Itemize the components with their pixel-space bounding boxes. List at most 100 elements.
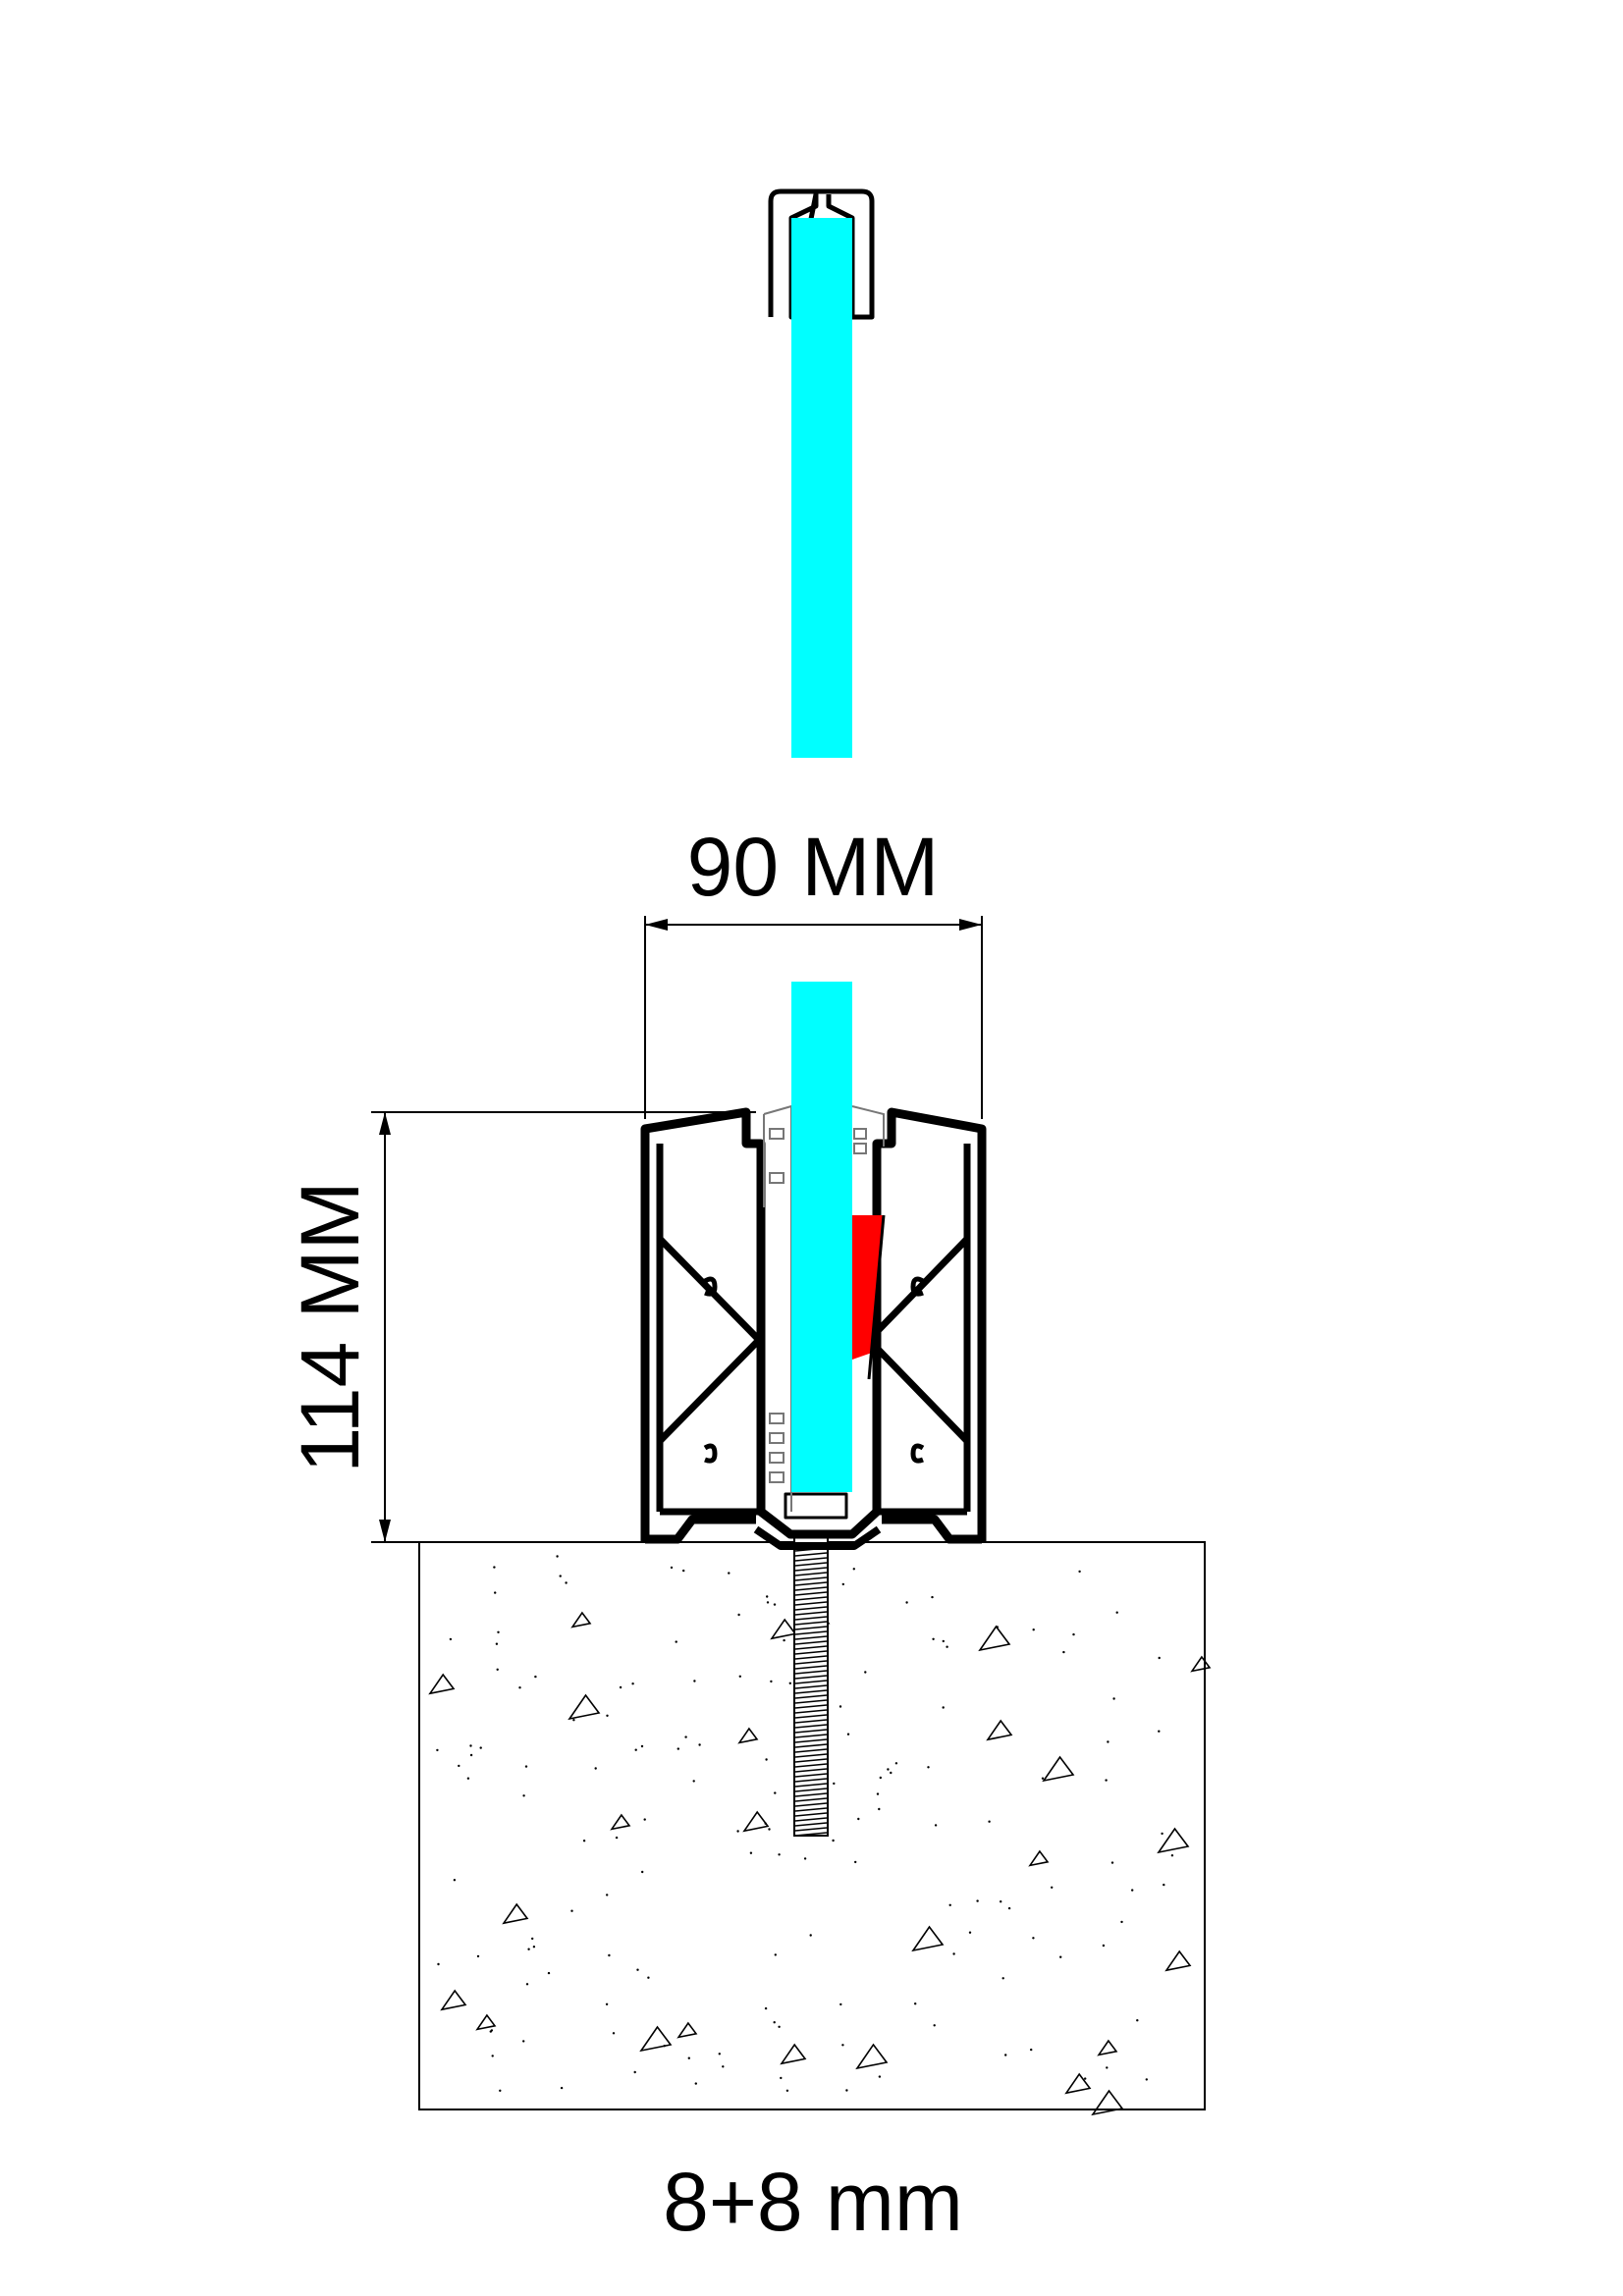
- aggregate-dot: [547, 1971, 551, 1975]
- thread-line: [794, 1768, 828, 1773]
- aggregate-dot: [934, 1824, 938, 1827]
- aggregate-dot: [532, 1946, 536, 1949]
- aggregate-dot: [766, 1601, 770, 1604]
- aggregate-dot: [1112, 1697, 1115, 1700]
- aggregate-dot: [765, 1758, 768, 1761]
- aggregate-stone: [570, 1611, 592, 1629]
- aggregate-dot: [469, 1753, 473, 1757]
- thread-line: [794, 1684, 828, 1689]
- aggregate-dot: [449, 1637, 453, 1641]
- aggregate-dot: [778, 2025, 781, 2028]
- thread-line: [794, 1807, 828, 1812]
- aggregate-dot: [1051, 1886, 1054, 1890]
- aggregate-stone: [911, 1925, 945, 1952]
- thread-line: [794, 1783, 828, 1788]
- aggregate-dot: [491, 2055, 494, 2057]
- aggregate-dot: [887, 1768, 890, 1771]
- aggregate-dot: [780, 2076, 783, 2080]
- aggregate-dot: [890, 1771, 893, 1775]
- aggregate-dot: [693, 1680, 696, 1682]
- thread-line: [794, 1655, 828, 1660]
- aggregate-dot: [1120, 1920, 1123, 1924]
- aggregate-dot: [527, 1948, 530, 1950]
- aggregate-dot: [942, 1706, 945, 1709]
- aggregate-stone: [440, 1989, 467, 2011]
- aggregate-dot: [728, 1572, 730, 1575]
- aggregate-dot: [1105, 1779, 1108, 1782]
- aggregate-dot: [1007, 1906, 1011, 1910]
- thread-line: [794, 1817, 828, 1822]
- aggregate-dot: [841, 1582, 844, 1586]
- aggregate-dot: [643, 1818, 646, 1821]
- thread-line: [794, 1792, 828, 1797]
- anchor-bolt: [793, 1535, 829, 1837]
- thread-line: [794, 1552, 828, 1557]
- aggregate-dot: [774, 1791, 777, 1794]
- aggregate-dot: [1032, 1937, 1035, 1940]
- aggregate-dot: [1000, 1900, 1002, 1903]
- aggregate-stone: [737, 1727, 759, 1744]
- aggregate-dot: [864, 1671, 867, 1674]
- aggregate-stone: [780, 2043, 807, 2065]
- thread-line: [794, 1738, 828, 1743]
- aggregate-dot: [594, 1767, 597, 1770]
- aggregate-stone: [978, 1625, 1011, 1652]
- thread-line: [794, 1714, 828, 1719]
- aggregate-dot: [1131, 1889, 1134, 1892]
- thread-line: [794, 1763, 828, 1768]
- aggregate-dot: [845, 2089, 848, 2092]
- aggregate-dot: [518, 1686, 521, 1689]
- aggregate-dot: [606, 1714, 609, 1718]
- aggregate-dot: [1032, 1629, 1035, 1631]
- aggregate-dot: [572, 1719, 575, 1722]
- aggregate-dot: [684, 1735, 687, 1738]
- thread-line: [794, 1562, 828, 1567]
- aggregate-dot: [582, 1840, 586, 1842]
- aggregate-dot: [914, 2002, 917, 2005]
- aggregate-dot: [1001, 1977, 1004, 1980]
- aggregate-dot: [437, 1962, 440, 1966]
- aggregate-dot: [839, 1705, 842, 1708]
- aggregate-dot: [619, 1685, 622, 1689]
- aggregate-stone: [1064, 2072, 1092, 2095]
- thread-line: [794, 1680, 828, 1684]
- aggregate-dot: [560, 2086, 564, 2090]
- aggregate-dot: [773, 2021, 776, 2024]
- thread-line: [794, 1812, 828, 1817]
- aggregate-dot: [1030, 2048, 1033, 2052]
- aggregate-dot: [675, 1640, 677, 1643]
- aggregate-dot: [766, 1595, 769, 1598]
- aggregate-dot: [946, 1645, 948, 1648]
- thread-line: [794, 1601, 828, 1606]
- aggregate-dot: [494, 1591, 497, 1594]
- aggregate-stone: [855, 2043, 889, 2070]
- thread-line: [794, 1753, 828, 1758]
- thread-line: [794, 1832, 828, 1837]
- thread-line: [794, 1645, 828, 1650]
- aggregate-dot: [1072, 1632, 1075, 1636]
- aggregate-dot: [846, 1733, 850, 1735]
- thread-line: [794, 1689, 828, 1694]
- aggregate-dot: [565, 1581, 568, 1584]
- aggregate-stone: [1028, 1849, 1050, 1867]
- aggregate-dot: [879, 1776, 882, 1780]
- aggregate-dot: [948, 1903, 951, 1907]
- aggregate-stone: [1164, 1949, 1192, 1972]
- thread-line: [794, 1665, 828, 1670]
- thread-line: [794, 1719, 828, 1724]
- aggregate-dot: [559, 1575, 562, 1577]
- aggregate-dot: [615, 1836, 619, 1840]
- aggregate-dot: [605, 2002, 609, 2006]
- aggregate-dot: [636, 1968, 639, 1971]
- thread-line: [794, 1734, 828, 1738]
- aggregate-dot: [738, 1675, 741, 1679]
- aggregate-dot: [773, 1603, 777, 1606]
- aggregate-dot: [670, 1566, 674, 1570]
- thread-line: [794, 1621, 828, 1626]
- aggregate-dot: [788, 1682, 791, 1685]
- aggregate-dot: [854, 1860, 857, 1864]
- aggregate-dot: [778, 1853, 781, 1856]
- aggregate-stone: [568, 1693, 601, 1721]
- aggregate-dot: [570, 1909, 573, 1912]
- thread-line: [794, 1596, 828, 1601]
